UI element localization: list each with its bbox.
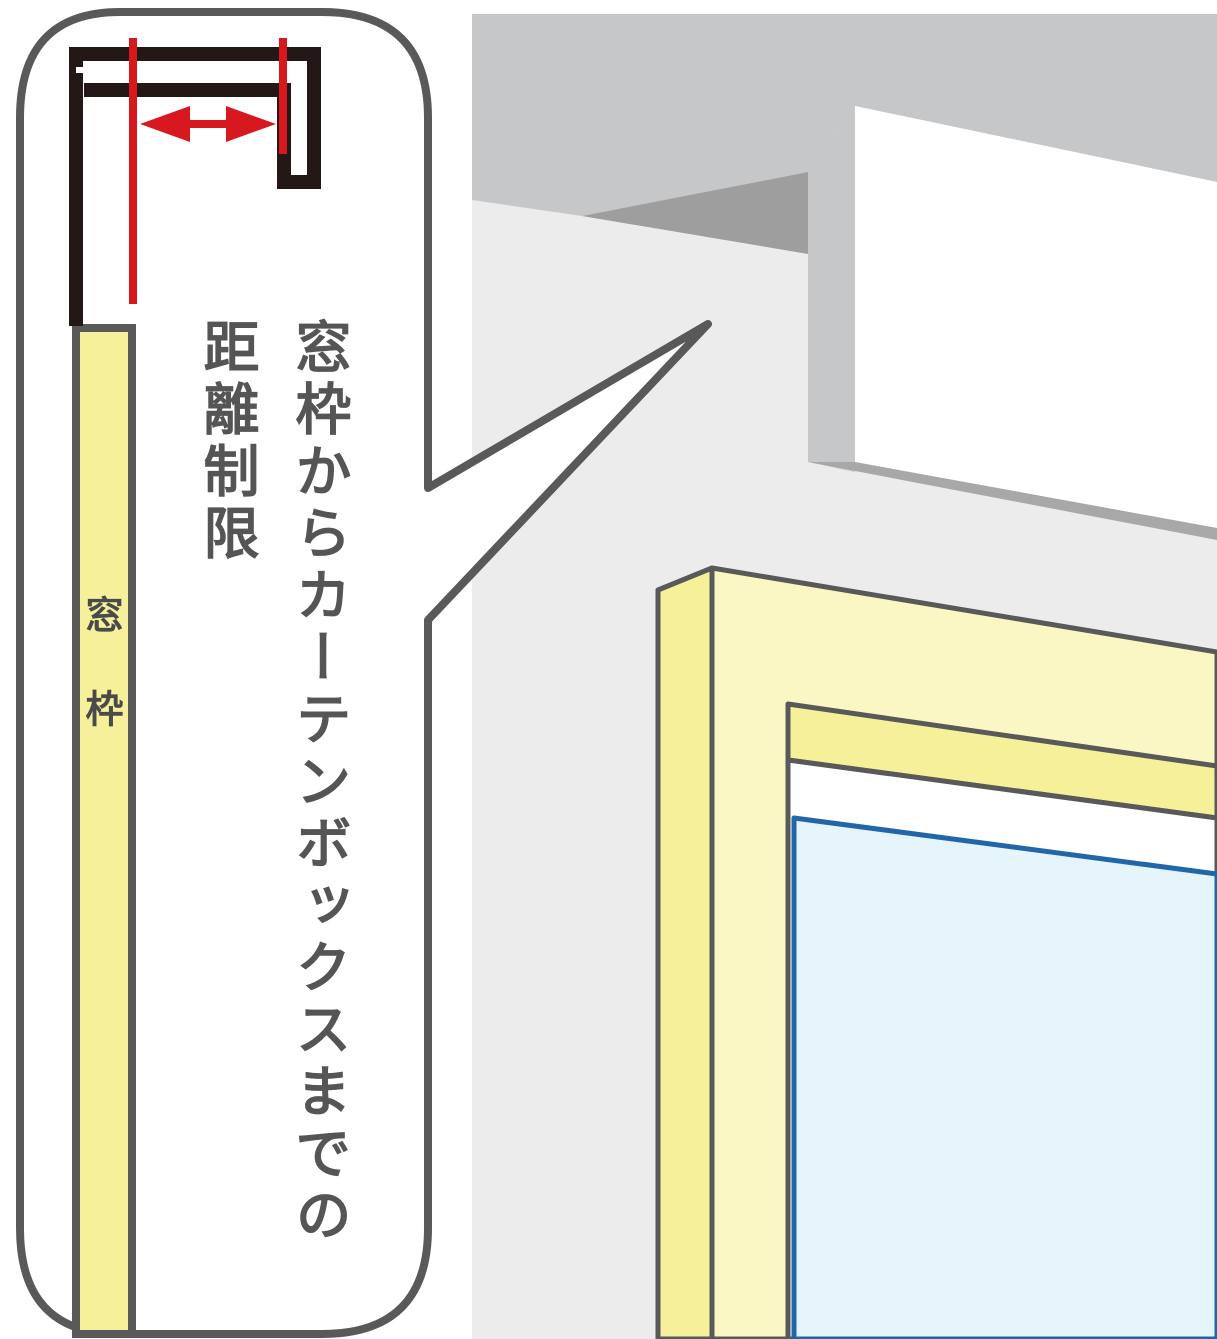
curtain-box-bottom-edge (808, 462, 1217, 540)
curtain-box-shadow-top (582, 172, 808, 254)
section-detail (69, 38, 321, 1338)
callout-bubble (16, 8, 712, 1338)
curtain-box-side (808, 106, 855, 472)
window-glass (791, 815, 1217, 1339)
frame-inner-top (785, 701, 1217, 821)
double-arrow-icon (140, 106, 276, 142)
frame-strip (72, 324, 136, 1338)
label-window-frame: 窓枠 (79, 595, 123, 783)
label-distance-limit: 距離制限 (194, 318, 259, 566)
frame-side-face (655, 565, 715, 1339)
label-distance-from-frame: 窓枠からカーテンボックスまでの (286, 318, 351, 1248)
window-frame (655, 565, 1217, 1339)
curtain-box-front (855, 106, 1217, 528)
ceiling (472, 14, 1217, 216)
